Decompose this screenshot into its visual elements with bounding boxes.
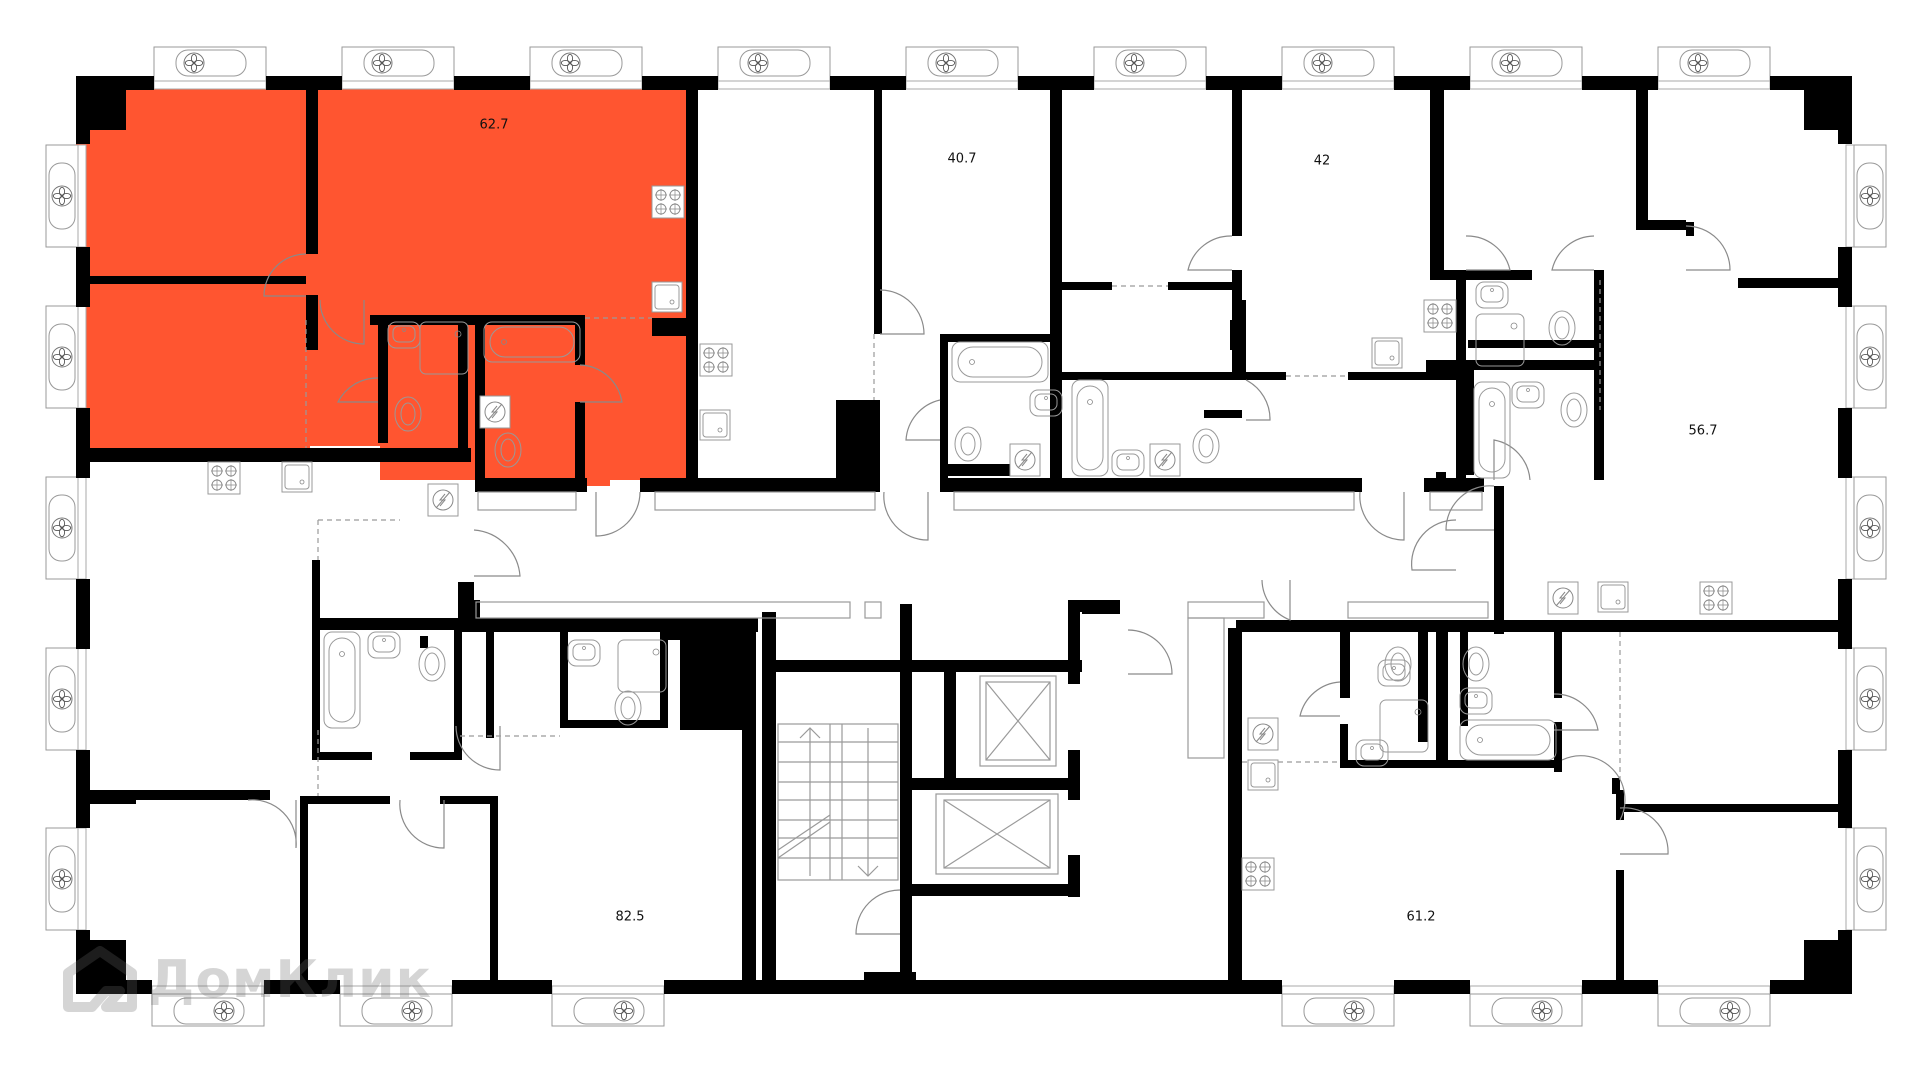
area-label-apt-5: 82.5	[615, 909, 645, 925]
area-label-apt-3: 42	[1313, 153, 1331, 169]
elevator-1	[979, 675, 1057, 767]
doors	[247, 225, 1731, 935]
apartment-highlight-62-7[interactable]	[76, 86, 686, 486]
area-label-apt-4: 56.7	[1688, 423, 1718, 439]
area-label-apt-2: 40.7	[947, 151, 977, 167]
windows-top	[154, 47, 1770, 89]
watermark-text: ДомКлик	[148, 950, 432, 1010]
exterior-walls	[76, 76, 1852, 994]
dashed-partitions	[305, 280, 1621, 796]
corridor-rails	[475, 491, 1489, 759]
watermark: ДомКлик	[62, 945, 432, 1015]
stairwell	[777, 723, 899, 881]
area-label-apt-6: 61.2	[1406, 909, 1436, 925]
elevator-2	[935, 793, 1059, 875]
area-label-apt-1: 62.7	[479, 117, 509, 133]
house-logo-icon	[63, 946, 137, 1012]
